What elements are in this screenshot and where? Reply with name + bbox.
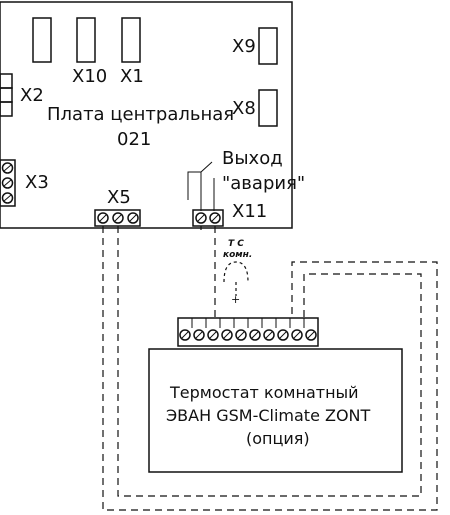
label-x1: X1 — [120, 66, 144, 87]
terminal-screw — [277, 329, 289, 341]
terminal-screw — [179, 329, 191, 341]
output-label: Выход — [222, 148, 283, 169]
thermostat-box — [148, 348, 403, 473]
board-title: Плата центральная — [47, 104, 234, 125]
relay-contact — [187, 161, 215, 211]
connector-x2 — [0, 73, 13, 117]
label-x10: X10 — [72, 66, 107, 87]
label-x8: X8 — [232, 98, 256, 119]
label-x3: X3 — [25, 172, 49, 193]
central-board — [0, 1, 293, 229]
sensor-label-room: комн. — [223, 250, 252, 260]
sensor-label: Т С — [228, 239, 244, 249]
thermostat-model: ЭВАН GSM-Climate ZONT — [166, 406, 371, 425]
label-x2: X2 — [20, 85, 44, 106]
terminal-screw — [249, 329, 261, 341]
room-temperature-sensor — [223, 261, 249, 296]
terminal-screw — [263, 329, 275, 341]
terminal-screw — [193, 329, 205, 341]
label-x9: X9 — [232, 36, 256, 57]
thermostat-option: (опция) — [246, 429, 310, 448]
connector-x3 — [0, 159, 16, 207]
terminal-screw — [235, 329, 247, 341]
board-model: 021 — [117, 129, 151, 150]
connector-x11 — [192, 209, 224, 227]
terminal-screw — [291, 329, 303, 341]
output-alarm-label: "авария" — [222, 173, 305, 194]
sensor-plus: + — [231, 293, 240, 306]
terminal-screw — [221, 329, 233, 341]
label-x5: X5 — [107, 187, 131, 208]
terminal-screw — [305, 329, 317, 341]
terminal-screw — [207, 329, 219, 341]
connector-x5 — [94, 209, 141, 227]
thermostat-terminal-strip — [177, 317, 319, 347]
connector-slot-x10 — [76, 17, 96, 63]
connector-slot-x9 — [258, 27, 278, 65]
connector-slot-x8 — [258, 89, 278, 127]
connector-slot-x1 — [121, 17, 141, 63]
thermostat-title: Термостат комнатный — [169, 383, 359, 402]
dashed-wiring — [102, 226, 438, 511]
label-x11: X11 — [232, 201, 267, 222]
connector-slot-1 — [32, 17, 52, 63]
